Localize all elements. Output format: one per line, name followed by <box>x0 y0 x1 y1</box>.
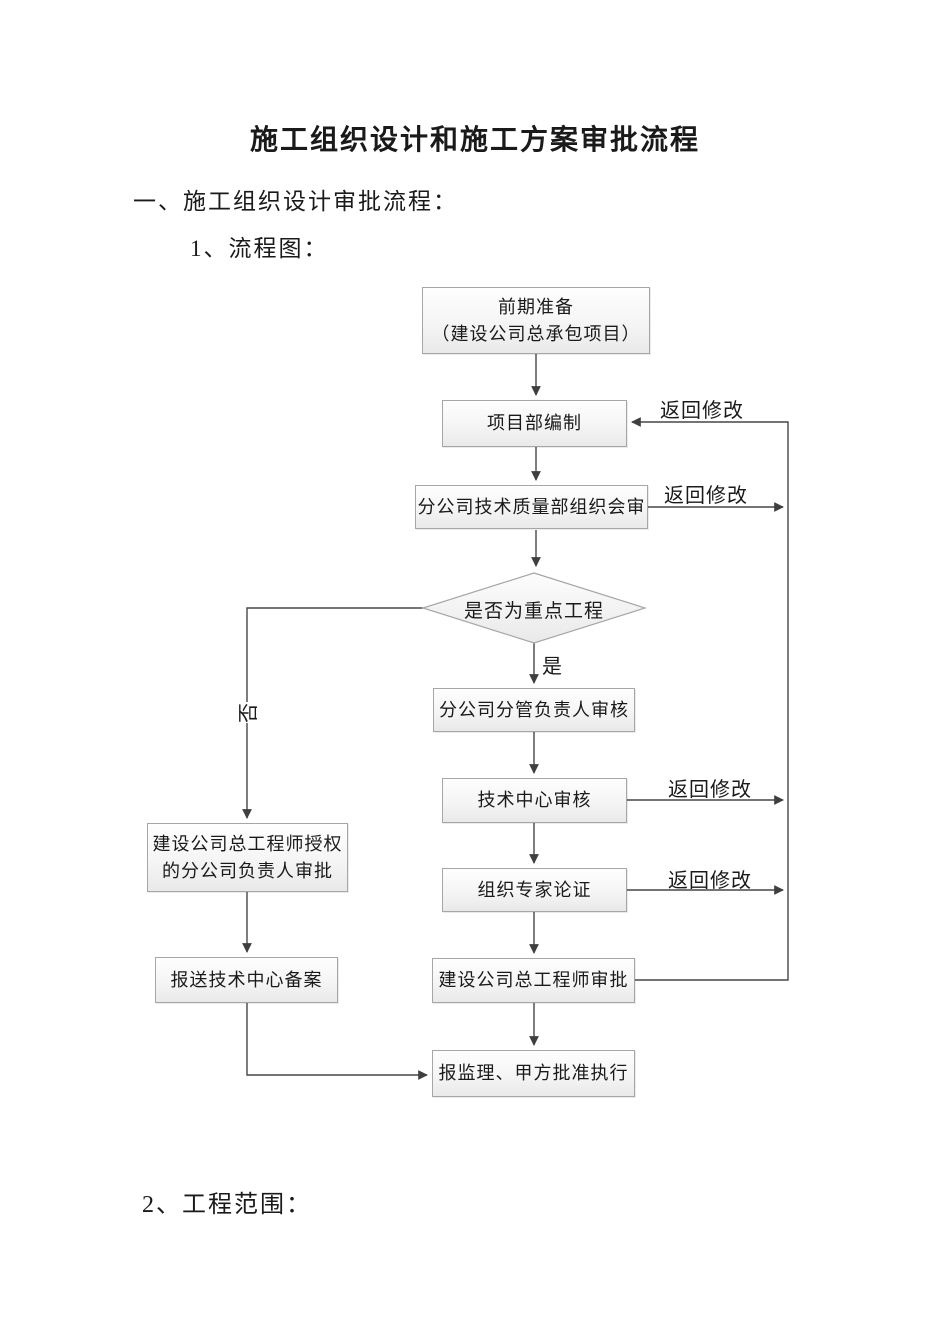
node-branch-leader-review: 分公司分管负责人审核 <box>433 688 635 732</box>
node-chief-engineer-approval: 建设公司总工程师审批 <box>432 958 635 1003</box>
edge-label-yes: 是 <box>542 656 563 678</box>
node-tech-center-review: 技术中心审核 <box>442 778 627 823</box>
node-compile: 项目部编制 <box>442 400 627 447</box>
decision-diamond-shape <box>421 572 647 644</box>
section-1-heading: 一、施工组织设计审批流程： <box>133 189 458 214</box>
arrow-filing-to-report <box>246 1003 428 1080</box>
flowchart-subheading: 1、流程图： <box>190 236 329 261</box>
node-joint-review: 分公司技术质量部组织会审 <box>415 485 648 529</box>
edge-label-no: 否 <box>232 702 261 723</box>
node-expert-demo: 组织专家论证 <box>442 868 627 912</box>
edge-label-return-modify-4: 返回修改 <box>668 870 752 892</box>
node-prep: 前期准备 （建设公司总承包项目） <box>422 287 650 354</box>
node-decision-label: 是否为重点工程 <box>463 601 604 622</box>
edge-label-return-modify-3: 返回修改 <box>668 779 752 801</box>
page-title: 施工组织设计和施工方案审批流程 <box>249 125 700 156</box>
node-authorized-approval: 建设公司总工程师授权 的分公司负责人审批 <box>147 823 348 892</box>
arrow-decision-no-branch <box>242 607 423 819</box>
node-filing: 报送技术中心备案 <box>155 957 338 1003</box>
edge-label-return-modify-1: 返回修改 <box>660 400 744 422</box>
return-trunk-to-compile <box>631 417 789 981</box>
section-2-heading: 2、工程范围： <box>142 1192 312 1218</box>
node-report-execution: 报监理、甲方批准执行 <box>432 1050 635 1097</box>
edge-label-return-modify-2: 返回修改 <box>664 485 748 507</box>
